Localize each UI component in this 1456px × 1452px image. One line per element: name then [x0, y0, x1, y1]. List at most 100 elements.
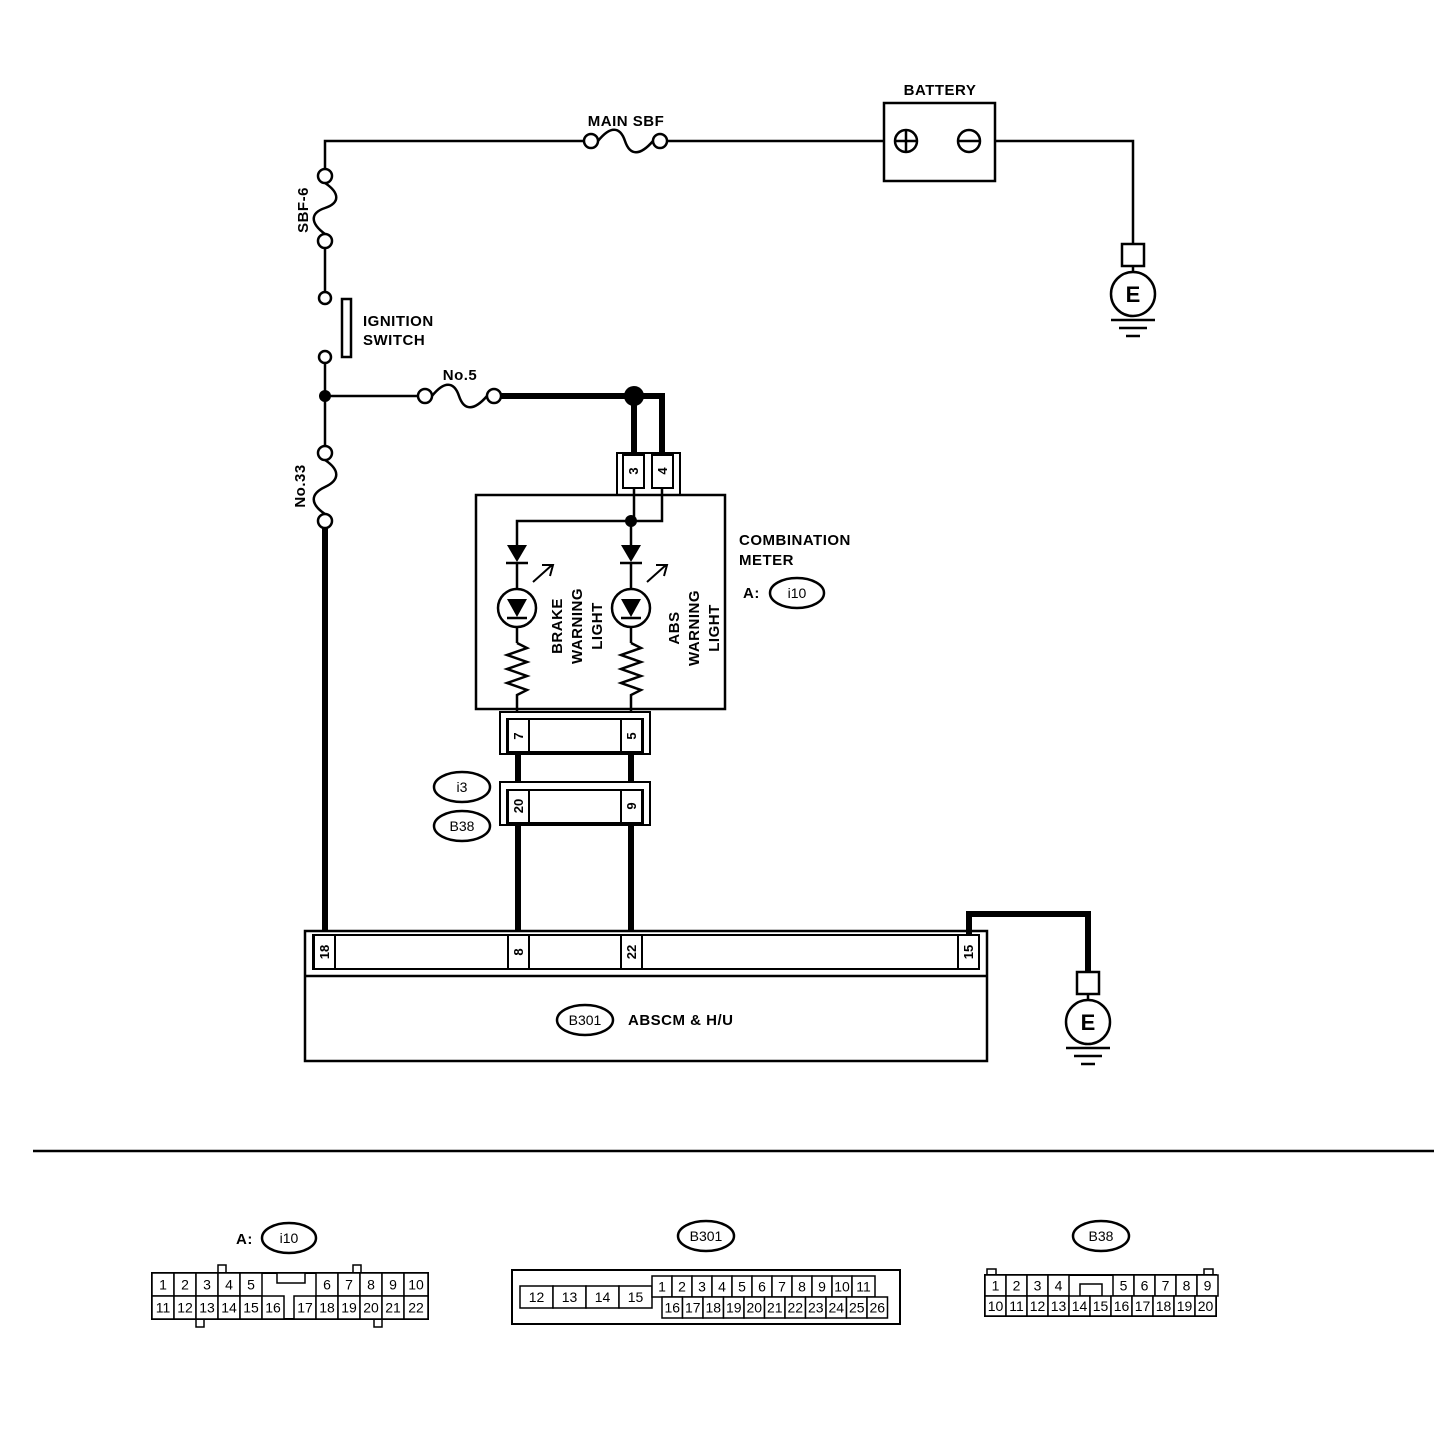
- b38-pin-19-label: 19: [1177, 1298, 1193, 1314]
- b38-pin-1-label: 1: [992, 1278, 1000, 1294]
- ignition-switch-label-2: SWITCH: [363, 332, 425, 349]
- abscm-ground-wire: [966, 911, 1091, 972]
- abs-light-label-1: ABS: [666, 611, 683, 644]
- abscm-unit: 18 8 22 15 B301 ABSCM & H/U: [303, 929, 989, 1063]
- i10-pin-13-label: 13: [199, 1300, 215, 1316]
- i10-pin-7-label: 7: [345, 1277, 353, 1293]
- i10-pin-15-label: 15: [243, 1300, 259, 1316]
- b301-pin-3-label: 3: [698, 1279, 706, 1295]
- sbf6-fuse: SBF-6: [295, 167, 338, 291]
- b38-pin-20: 20: [511, 799, 526, 813]
- abscm-pin-22: 22: [624, 945, 639, 959]
- meter-pin-3: 3: [626, 467, 641, 474]
- abscm-label: ABSCM & H/U: [628, 1012, 734, 1029]
- b38-pin-10-label: 10: [988, 1298, 1004, 1314]
- fuse-no5-label: No.5: [443, 367, 478, 384]
- i3-badge: [432, 770, 492, 804]
- b301-pin-2-label: 2: [678, 1279, 686, 1295]
- b301-pin-16-label: 16: [664, 1300, 680, 1316]
- abs-light-label-3: LIGHT: [706, 604, 723, 652]
- i10-pin-4-label: 4: [225, 1277, 233, 1293]
- i10-view-id: i10: [280, 1230, 299, 1246]
- b301-pin-8-label: 8: [798, 1279, 806, 1295]
- b301-pin-15-label: 15: [628, 1289, 644, 1305]
- b301-pin-6-label: 6: [758, 1279, 766, 1295]
- b301-pin-17-label: 17: [685, 1300, 701, 1316]
- battery: BATTERY: [882, 82, 997, 183]
- i10-pin-20-label: 20: [363, 1300, 379, 1316]
- brake-light-label-2: WARNING: [569, 588, 586, 664]
- i10-pin-6-label: 6: [323, 1277, 331, 1293]
- b38-pin-18-label: 18: [1156, 1298, 1172, 1314]
- sbf6-label: SBF-6: [295, 187, 312, 233]
- i10-pin-14-label: 14: [221, 1300, 237, 1316]
- b38-pin-5-label: 5: [1120, 1278, 1128, 1294]
- i10-pin-5-label: 5: [247, 1277, 255, 1293]
- b301-pin-26-cell: [866, 1296, 889, 1319]
- b38-pin-13-label: 13: [1051, 1298, 1067, 1314]
- b38-pin-4-label: 4: [1055, 1278, 1063, 1294]
- b301-pin-22-label: 22: [787, 1300, 803, 1316]
- i10-pin-19-label: 19: [341, 1300, 357, 1316]
- meter-pin-7: 7: [511, 732, 526, 739]
- i10-pin-18-label: 18: [319, 1300, 335, 1316]
- b38-view-id: B38: [1089, 1228, 1114, 1244]
- b38-pin-9-label: 9: [1204, 1278, 1212, 1294]
- combination-meter: 3 4 BRAKE WARNING LIGHT: [474, 452, 851, 755]
- b38-pin-20-cell: [1194, 1295, 1217, 1317]
- b38-pin-11-label: 11: [1009, 1298, 1024, 1314]
- meter-connector-badge: [768, 576, 826, 610]
- combination-meter-label-1: COMBINATION: [739, 532, 851, 549]
- brake-warning-light-icon: [496, 545, 555, 712]
- b301-id: B301: [569, 1012, 602, 1028]
- fuse-no33: No.33: [292, 396, 338, 935]
- i10-pin-8-label: 8: [367, 1277, 375, 1293]
- b301-pin-5-label: 5: [738, 1279, 746, 1295]
- b301-view-id: B301: [690, 1228, 723, 1244]
- combination-meter-label-2: METER: [739, 552, 794, 569]
- i10-pin-22-cell: [403, 1295, 429, 1320]
- b301-pin-9-label: 9: [818, 1279, 826, 1295]
- b38-pin-15-label: 15: [1093, 1298, 1109, 1314]
- b38-pin-17-label: 17: [1135, 1298, 1151, 1314]
- b38-pin-7-label: 7: [1162, 1278, 1170, 1294]
- b301-pin-20-label: 20: [746, 1300, 762, 1316]
- b301-pin-18-label: 18: [705, 1300, 721, 1316]
- ground-icon: [1064, 998, 1112, 1046]
- i10-pin-11-label: 11: [156, 1300, 171, 1316]
- ground-battery: E: [1109, 242, 1157, 338]
- b38-pin-8-label: 8: [1183, 1278, 1191, 1294]
- i3-to-abscm-wires: [515, 825, 634, 935]
- b38-pin-14-label: 14: [1072, 1298, 1088, 1314]
- abs-warning-light-icon: [610, 545, 669, 712]
- b301-pin-26-label: 26: [869, 1300, 885, 1316]
- fuse-no33-label: No.33: [292, 464, 309, 507]
- b301-pin-11-label: 11: [856, 1279, 871, 1295]
- i10-pin-10-label: 10: [408, 1277, 424, 1293]
- b301-pin-23-label: 23: [808, 1300, 824, 1316]
- i10-pin-1-label: 1: [159, 1277, 167, 1293]
- meter-pin-5: 5: [624, 732, 639, 739]
- i10-pin-12-label: 12: [177, 1300, 193, 1316]
- ignition-switch-label-1: IGNITION: [363, 313, 434, 330]
- b38-pin-16-label: 16: [1114, 1298, 1130, 1314]
- abs-light-label-2: WARNING: [686, 590, 703, 666]
- i10-pin-17-label: 17: [297, 1300, 313, 1316]
- b38-pin-6-label: 6: [1141, 1278, 1149, 1294]
- abscm-pin-15: 15: [961, 945, 976, 959]
- b301-pin-14-label: 14: [595, 1289, 611, 1305]
- fuse-no5-branch: No.5: [319, 367, 665, 455]
- b38-badge: [432, 809, 492, 843]
- b301-pin-7-label: 7: [778, 1279, 786, 1295]
- ignition-switch: IGNITION SWITCH: [317, 290, 434, 396]
- b38-pin-9: 9: [624, 802, 639, 809]
- meter-pin-4: 4: [655, 467, 670, 475]
- b301-pin-19-label: 19: [726, 1300, 742, 1316]
- abscm-pin-18: 18: [317, 945, 332, 959]
- i10-pin-22-label: 22: [408, 1300, 424, 1316]
- i3-id: i3: [457, 779, 468, 795]
- i10-pin-16-cell: [261, 1295, 285, 1320]
- i3-b38-connector: i3 B38 20 9: [432, 770, 651, 843]
